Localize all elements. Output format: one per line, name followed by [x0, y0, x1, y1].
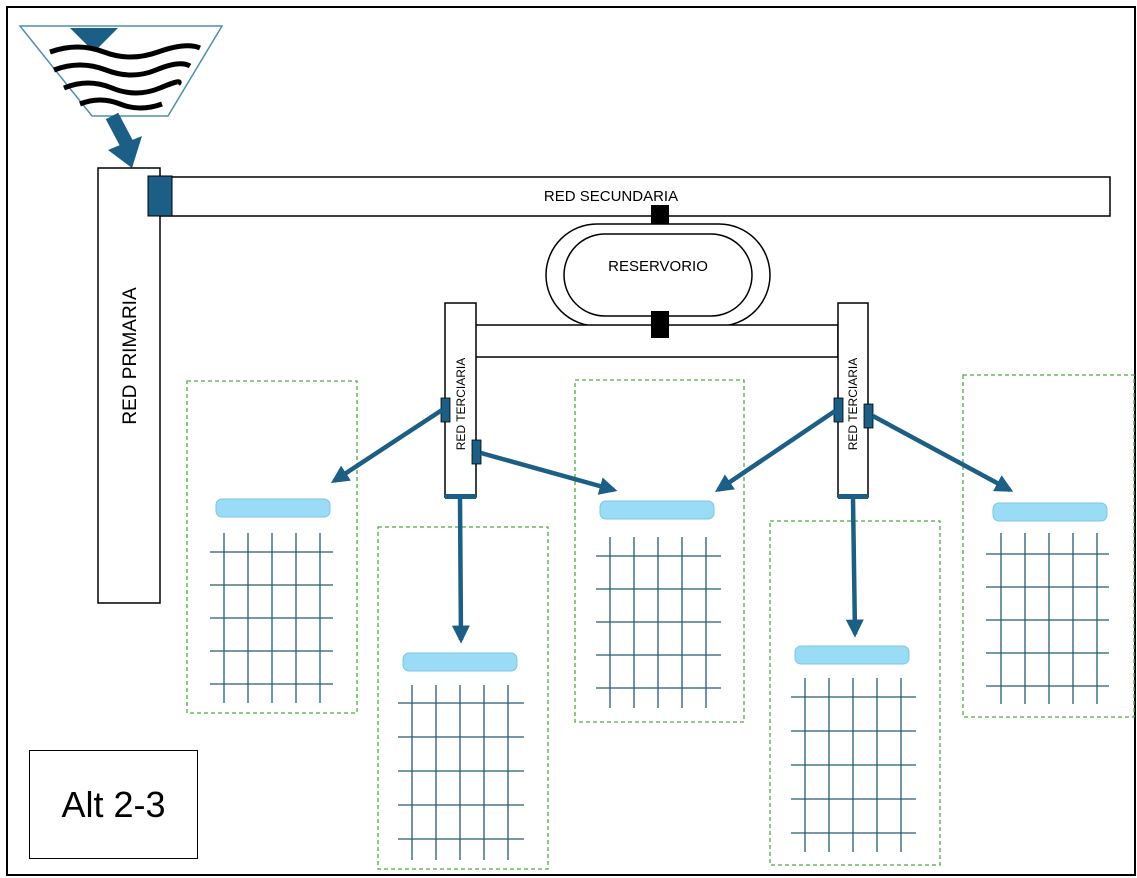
lateral-pipe-4	[794, 645, 910, 665]
field-3-boundary	[574, 379, 745, 723]
valve-icon	[147, 175, 173, 217]
valve-icon	[651, 205, 669, 227]
valve-icon	[445, 494, 476, 499]
valve-icon	[440, 397, 451, 423]
water-source-icon	[18, 25, 224, 117]
secondary-network-label: RED SECUNDARIA	[544, 188, 678, 205]
lateral-pipe-1	[215, 498, 331, 518]
flow-arrow-icon	[330, 408, 444, 483]
valve-icon	[863, 403, 874, 429]
valve-icon	[833, 397, 844, 423]
tertiary-network-right-label: RED TERCIARIA	[846, 358, 860, 450]
alternative-label: Alt 2-3	[61, 783, 166, 825]
lateral-pipe-2	[402, 652, 518, 672]
field-2-boundary	[377, 526, 549, 870]
irrigation-grid-2	[398, 685, 524, 860]
flow-arrow-icon	[108, 136, 142, 168]
reservoir-label: RESERVORIO	[608, 258, 708, 275]
flow-arrow-icon	[845, 498, 864, 638]
primary-network-pipe	[97, 167, 161, 604]
tertiary-network-left-label: RED TERCIARIA	[454, 358, 468, 450]
outer-frame	[6, 6, 1136, 876]
irrigation-grid-1	[210, 533, 333, 703]
valve-icon	[838, 494, 868, 499]
flow-arrow-icon	[715, 409, 837, 493]
flow-arrow-icon	[451, 498, 470, 644]
irrigation-grid-5	[986, 533, 1109, 704]
flow-arrow-icon	[480, 450, 618, 495]
primary-network-label: RED PRIMARIA	[120, 287, 141, 425]
field-5-boundary	[962, 374, 1135, 718]
irrigation-grid-3	[596, 537, 721, 708]
alternative-label-box: Alt 2-3	[29, 750, 198, 859]
flow-arrow-icon	[871, 414, 1014, 492]
valve-icon	[471, 439, 482, 465]
reservoir-inner	[563, 233, 753, 317]
secondary-network-pipe	[159, 176, 1111, 217]
lateral-pipe-5	[992, 502, 1108, 522]
lateral-pipe-3	[599, 500, 715, 520]
valve-icon	[651, 311, 669, 338]
irrigation-grid-4	[791, 678, 916, 852]
field-1-boundary	[186, 380, 358, 714]
